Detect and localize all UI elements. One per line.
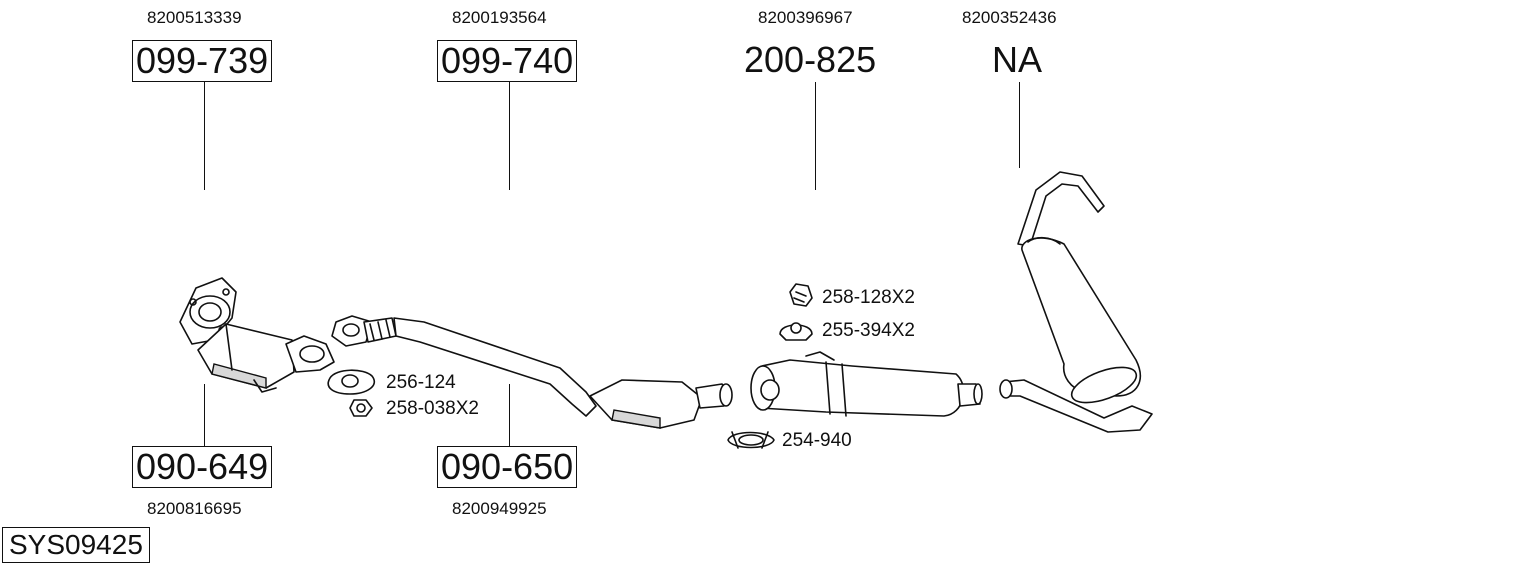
leader-line-middle-pipe (509, 82, 510, 190)
oe-number-bottom-front: 8200816695 (147, 499, 242, 518)
part-code-front-catalyst[interactable]: 099-739 (132, 40, 273, 82)
oe-number-centre-silencer: 8200396967 (758, 8, 853, 27)
oe-number-bottom-middle: 8200949925 (452, 499, 547, 518)
system-code-label: SYS09425 (2, 527, 150, 563)
oe-number-front-catalyst: 8200513339 (147, 8, 242, 27)
leader-line-bottom-front (204, 384, 205, 446)
part-code-middle-pipe[interactable]: 099-740 (437, 40, 578, 82)
rubber-mount-icon (779, 322, 813, 341)
part-code-bottom-middle[interactable]: 090-650 (437, 446, 578, 488)
front-catalyst-part[interactable] (179, 277, 335, 393)
oe-number-rear-silencer: 8200352436 (962, 8, 1057, 27)
oe-number-middle-pipe: 8200193564 (452, 8, 547, 27)
clamp-icon (727, 431, 775, 449)
accessory-label-clamp[interactable]: 254-940 (782, 430, 852, 451)
centre-silencer-part[interactable] (750, 351, 983, 417)
accessory-label-rubber-mount[interactable]: 255-394X2 (822, 320, 915, 341)
leader-line-bottom-middle (509, 384, 510, 446)
rear-silencer-part[interactable] (999, 171, 1153, 433)
part-code-rear-silencer[interactable]: NA (992, 39, 1043, 80)
accessory-label-nut[interactable]: 258-038X2 (386, 398, 479, 419)
leader-line-centre-silencer (815, 82, 816, 190)
middle-pipe-catalyst-part[interactable] (331, 315, 733, 429)
gasket-icon (327, 369, 375, 395)
nut-icon (349, 399, 373, 417)
part-code-centre-silencer[interactable]: 200-825 (744, 39, 877, 80)
accessory-label-bracket[interactable]: 258-128X2 (822, 287, 915, 308)
leader-line-rear-silencer (1019, 82, 1020, 168)
part-code-bottom-front[interactable]: 090-649 (132, 446, 273, 488)
bracket-icon (789, 283, 813, 307)
accessory-label-gasket[interactable]: 256-124 (386, 372, 456, 393)
leader-line-front-catalyst (204, 82, 205, 190)
